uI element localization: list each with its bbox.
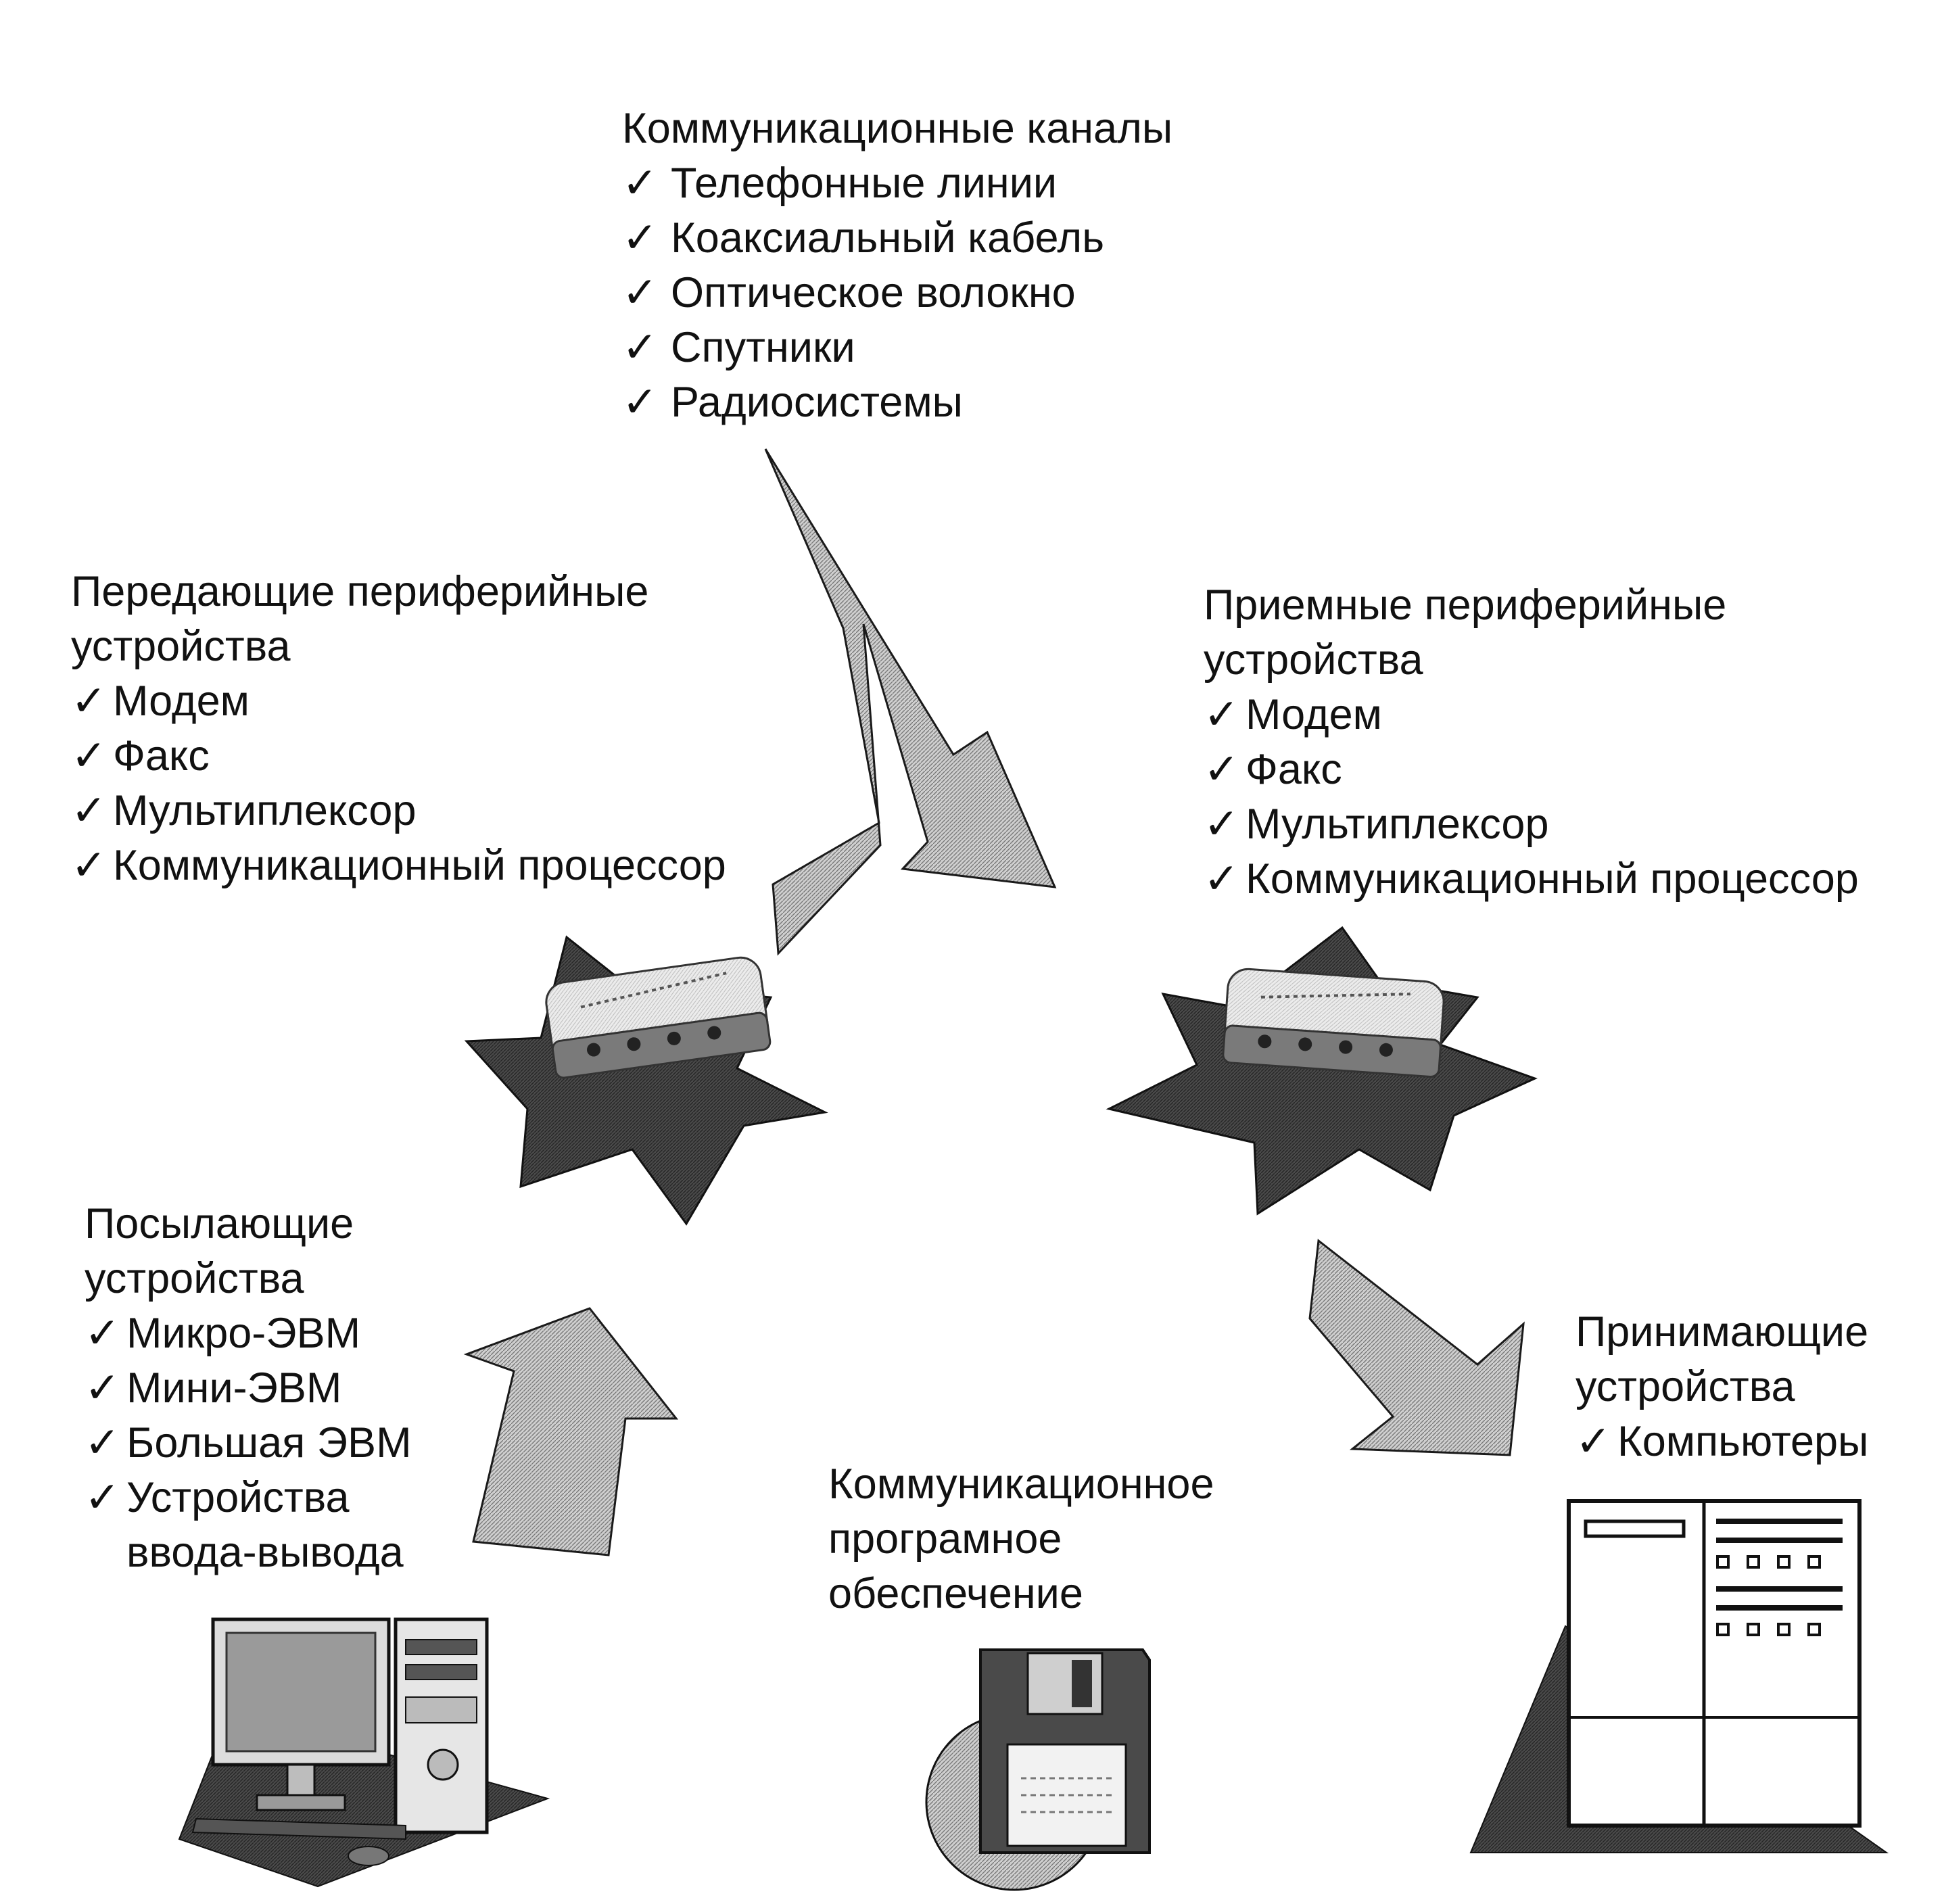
check-icon: ✓ [622,324,658,371]
check-icon: ✓ [622,160,658,207]
check-icon: ✓ [1204,801,1239,848]
block-arrow-icon [1308,1239,1525,1456]
transmit-item: ✓Модем [71,674,726,729]
sending-devices-block: Посылающие устройства ✓Микро-ЭВМ ✓Мини-Э… [85,1197,412,1580]
check-icon: ✓ [85,1474,120,1521]
transmit-peripherals-block: Передающие периферийные устройства ✓Моде… [71,565,726,893]
check-icon: ✓ [71,732,107,780]
sending-item-continuation: ввода-вывода [126,1529,404,1576]
receive-title-line2: устройства [1204,636,1423,684]
modem-device-icon [1222,968,1445,1078]
sending-title-line2: устройства [85,1255,304,1302]
check-icon: ✓ [71,677,107,725]
receive-item: ✓Модем [1204,688,1859,742]
software-line3: обеспечение [828,1570,1083,1617]
receiving-item: ✓Компьютеры [1575,1414,1868,1469]
block-arrow-icon [463,1307,679,1556]
receive-title-line1: Приемные периферийные [1204,581,1727,629]
transmit-title-line2: устройства [71,623,291,670]
channel-item: ✓Оптическое волокно [622,266,1172,320]
check-icon: ✓ [1204,746,1239,793]
receive-item: ✓Коммуникационный процессор [1204,852,1859,907]
sending-title-line1: Посылающие [85,1200,354,1247]
check-icon: ✓ [1575,1418,1611,1465]
sending-item: ✓Микро-ЭВМ [85,1306,412,1361]
channel-item: ✓Радиосистемы [622,375,1172,430]
channels-block: Коммуникационные каналы ✓Телефонные лини… [622,101,1172,430]
sending-item: ✓Мини-ЭВМ [85,1361,412,1416]
channel-item: ✓Коаксиальный кабель [622,211,1172,266]
starburst-icon [1106,926,1538,1216]
transmit-item: ✓Факс [71,729,726,784]
check-icon: ✓ [622,379,658,426]
lightning-arrow-icon [764,448,1057,956]
check-icon: ✓ [85,1419,120,1467]
software-block: Коммуникационное програмное обеспечение [828,1457,1214,1621]
check-icon: ✓ [622,214,658,262]
check-icon: ✓ [85,1310,120,1357]
transmit-item: ✓Мультиплексор [71,784,726,838]
mainframe-computer-icon [1469,1499,1889,1853]
receiving-title-line2: устройства [1575,1363,1795,1410]
software-line2: програмное [828,1515,1062,1563]
receiving-title-line1: Принимающие [1575,1308,1869,1356]
receiving-devices-block: Принимающие устройства ✓Компьютеры [1575,1305,1868,1469]
modem-device-icon [545,956,772,1079]
check-icon: ✓ [71,842,107,889]
receive-item: ✓Факс [1204,742,1859,797]
check-icon: ✓ [1204,691,1239,738]
check-icon: ✓ [71,787,107,834]
sending-item: ✓Большая ЭВМ [85,1416,412,1471]
floppy-disk-icon [925,1648,1151,1891]
channels-title: Коммуникационные каналы [622,105,1173,152]
channel-item: ✓Спутники [622,320,1172,375]
receive-item: ✓Мультиплексор [1204,797,1859,852]
sending-item: ✓Устройства [85,1471,412,1525]
transmit-title-line1: Передающие периферийные [71,568,649,615]
software-line1: Коммуникационное [828,1460,1214,1508]
check-icon: ✓ [622,269,658,316]
desktop-computer-icon [178,1617,550,1888]
receive-peripherals-block: Приемные периферийные устройства ✓Модем … [1204,578,1859,907]
check-icon: ✓ [85,1364,120,1412]
check-icon: ✓ [1204,855,1239,903]
channel-item: ✓Телефонные линии [622,156,1172,211]
transmit-item: ✓Коммуникационный процессор [71,838,726,893]
